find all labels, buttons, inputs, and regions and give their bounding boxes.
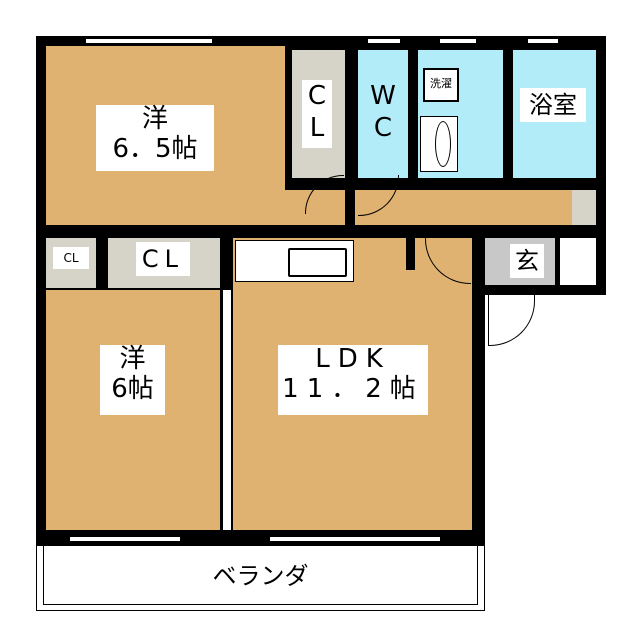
room-name: LDK <box>315 344 391 374</box>
bath-label: 浴室 <box>520 88 586 122</box>
room-name: 洋 <box>119 344 146 374</box>
wc-label: W C <box>365 80 401 148</box>
shoe-box <box>560 238 596 285</box>
wall <box>345 178 355 225</box>
laundry-label: 洗濯 <box>430 77 452 90</box>
sink-icon <box>288 248 347 277</box>
entrance-label: 玄 <box>510 244 544 278</box>
window <box>440 38 476 44</box>
washbasin <box>420 116 458 172</box>
entrance-door <box>488 295 535 346</box>
room-name: 洋 <box>141 104 168 134</box>
basin-icon <box>435 121 451 167</box>
washer-space: 洗濯 <box>423 68 459 102</box>
kitchen-counter <box>235 240 354 282</box>
window <box>368 38 400 44</box>
room-label-western-6-5: 洋 6．5帖 <box>96 104 214 171</box>
room-size: 6．5帖 <box>112 133 198 164</box>
window <box>70 536 180 542</box>
closet-2-label: CL <box>136 242 190 276</box>
balcony-label: ベランダ <box>212 562 309 590</box>
closet-small-label: CL <box>53 247 89 269</box>
balcony <box>36 545 485 611</box>
window <box>528 38 558 44</box>
closet-hall <box>572 190 596 225</box>
room-size: 11．2帖 <box>282 373 424 404</box>
closet-label: C L <box>302 80 332 148</box>
sliding-door <box>222 290 232 530</box>
wall <box>406 238 415 270</box>
window <box>86 38 212 44</box>
room-label-western-6: 洋 6帖 <box>100 344 165 415</box>
window <box>270 536 440 542</box>
room-size: 6帖 <box>111 373 154 404</box>
room-label-ldk: LDK 11．2帖 <box>278 344 428 415</box>
